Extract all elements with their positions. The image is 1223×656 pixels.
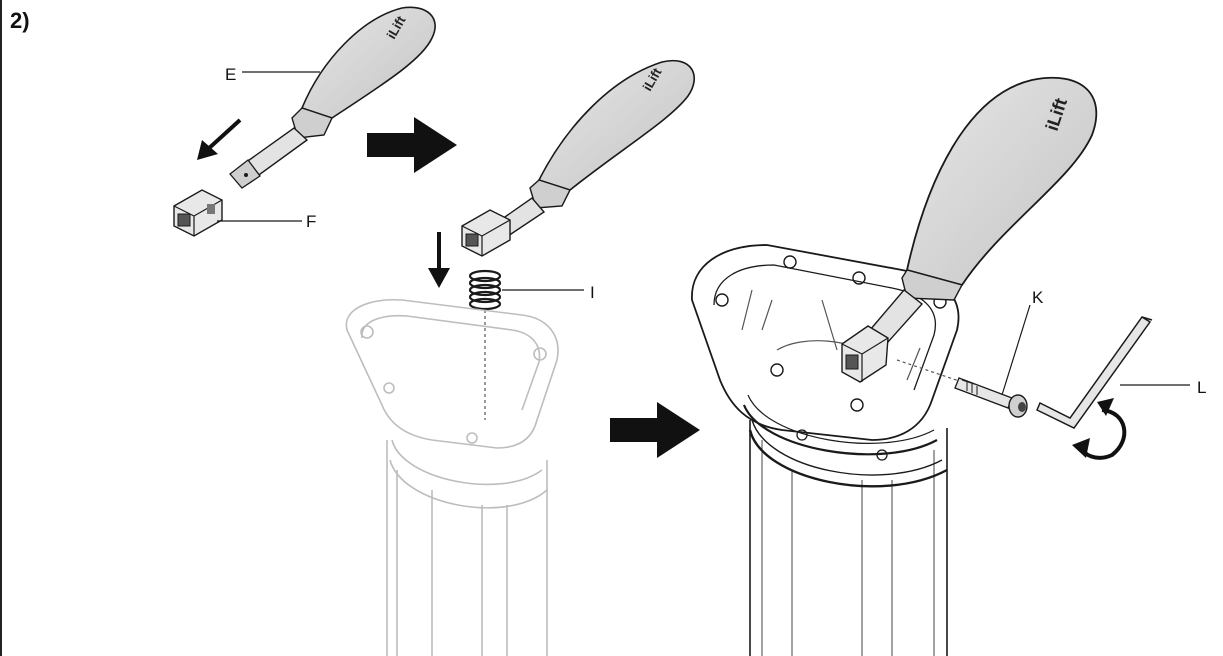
screw-k bbox=[954, 377, 1028, 418]
connector-f bbox=[173, 189, 223, 237]
rotate-arrow-head-2 bbox=[1097, 398, 1114, 416]
handle-installed: iLift bbox=[841, 76, 1098, 383]
callout-i: I bbox=[590, 283, 595, 302]
callout-k: K bbox=[1032, 288, 1044, 307]
spring-i bbox=[468, 269, 502, 311]
column-assembled bbox=[691, 244, 960, 656]
step-arrow-1 bbox=[367, 117, 457, 173]
insert-arrow bbox=[428, 232, 450, 288]
callout-f: F bbox=[306, 212, 317, 231]
rotate-arrow-head bbox=[1072, 438, 1090, 458]
leader-k bbox=[1001, 304, 1031, 396]
callout-l: L bbox=[1197, 378, 1207, 397]
handle-with-connector: iLift bbox=[461, 59, 695, 257]
column-ghost bbox=[345, 299, 559, 656]
step-arrow-2 bbox=[610, 402, 700, 458]
remove-arrow bbox=[197, 118, 242, 160]
step-number: 2) bbox=[10, 8, 30, 33]
callout-e: E bbox=[225, 65, 237, 84]
hex-key-l bbox=[1036, 315, 1153, 429]
handle-e: iLift bbox=[229, 6, 436, 189]
